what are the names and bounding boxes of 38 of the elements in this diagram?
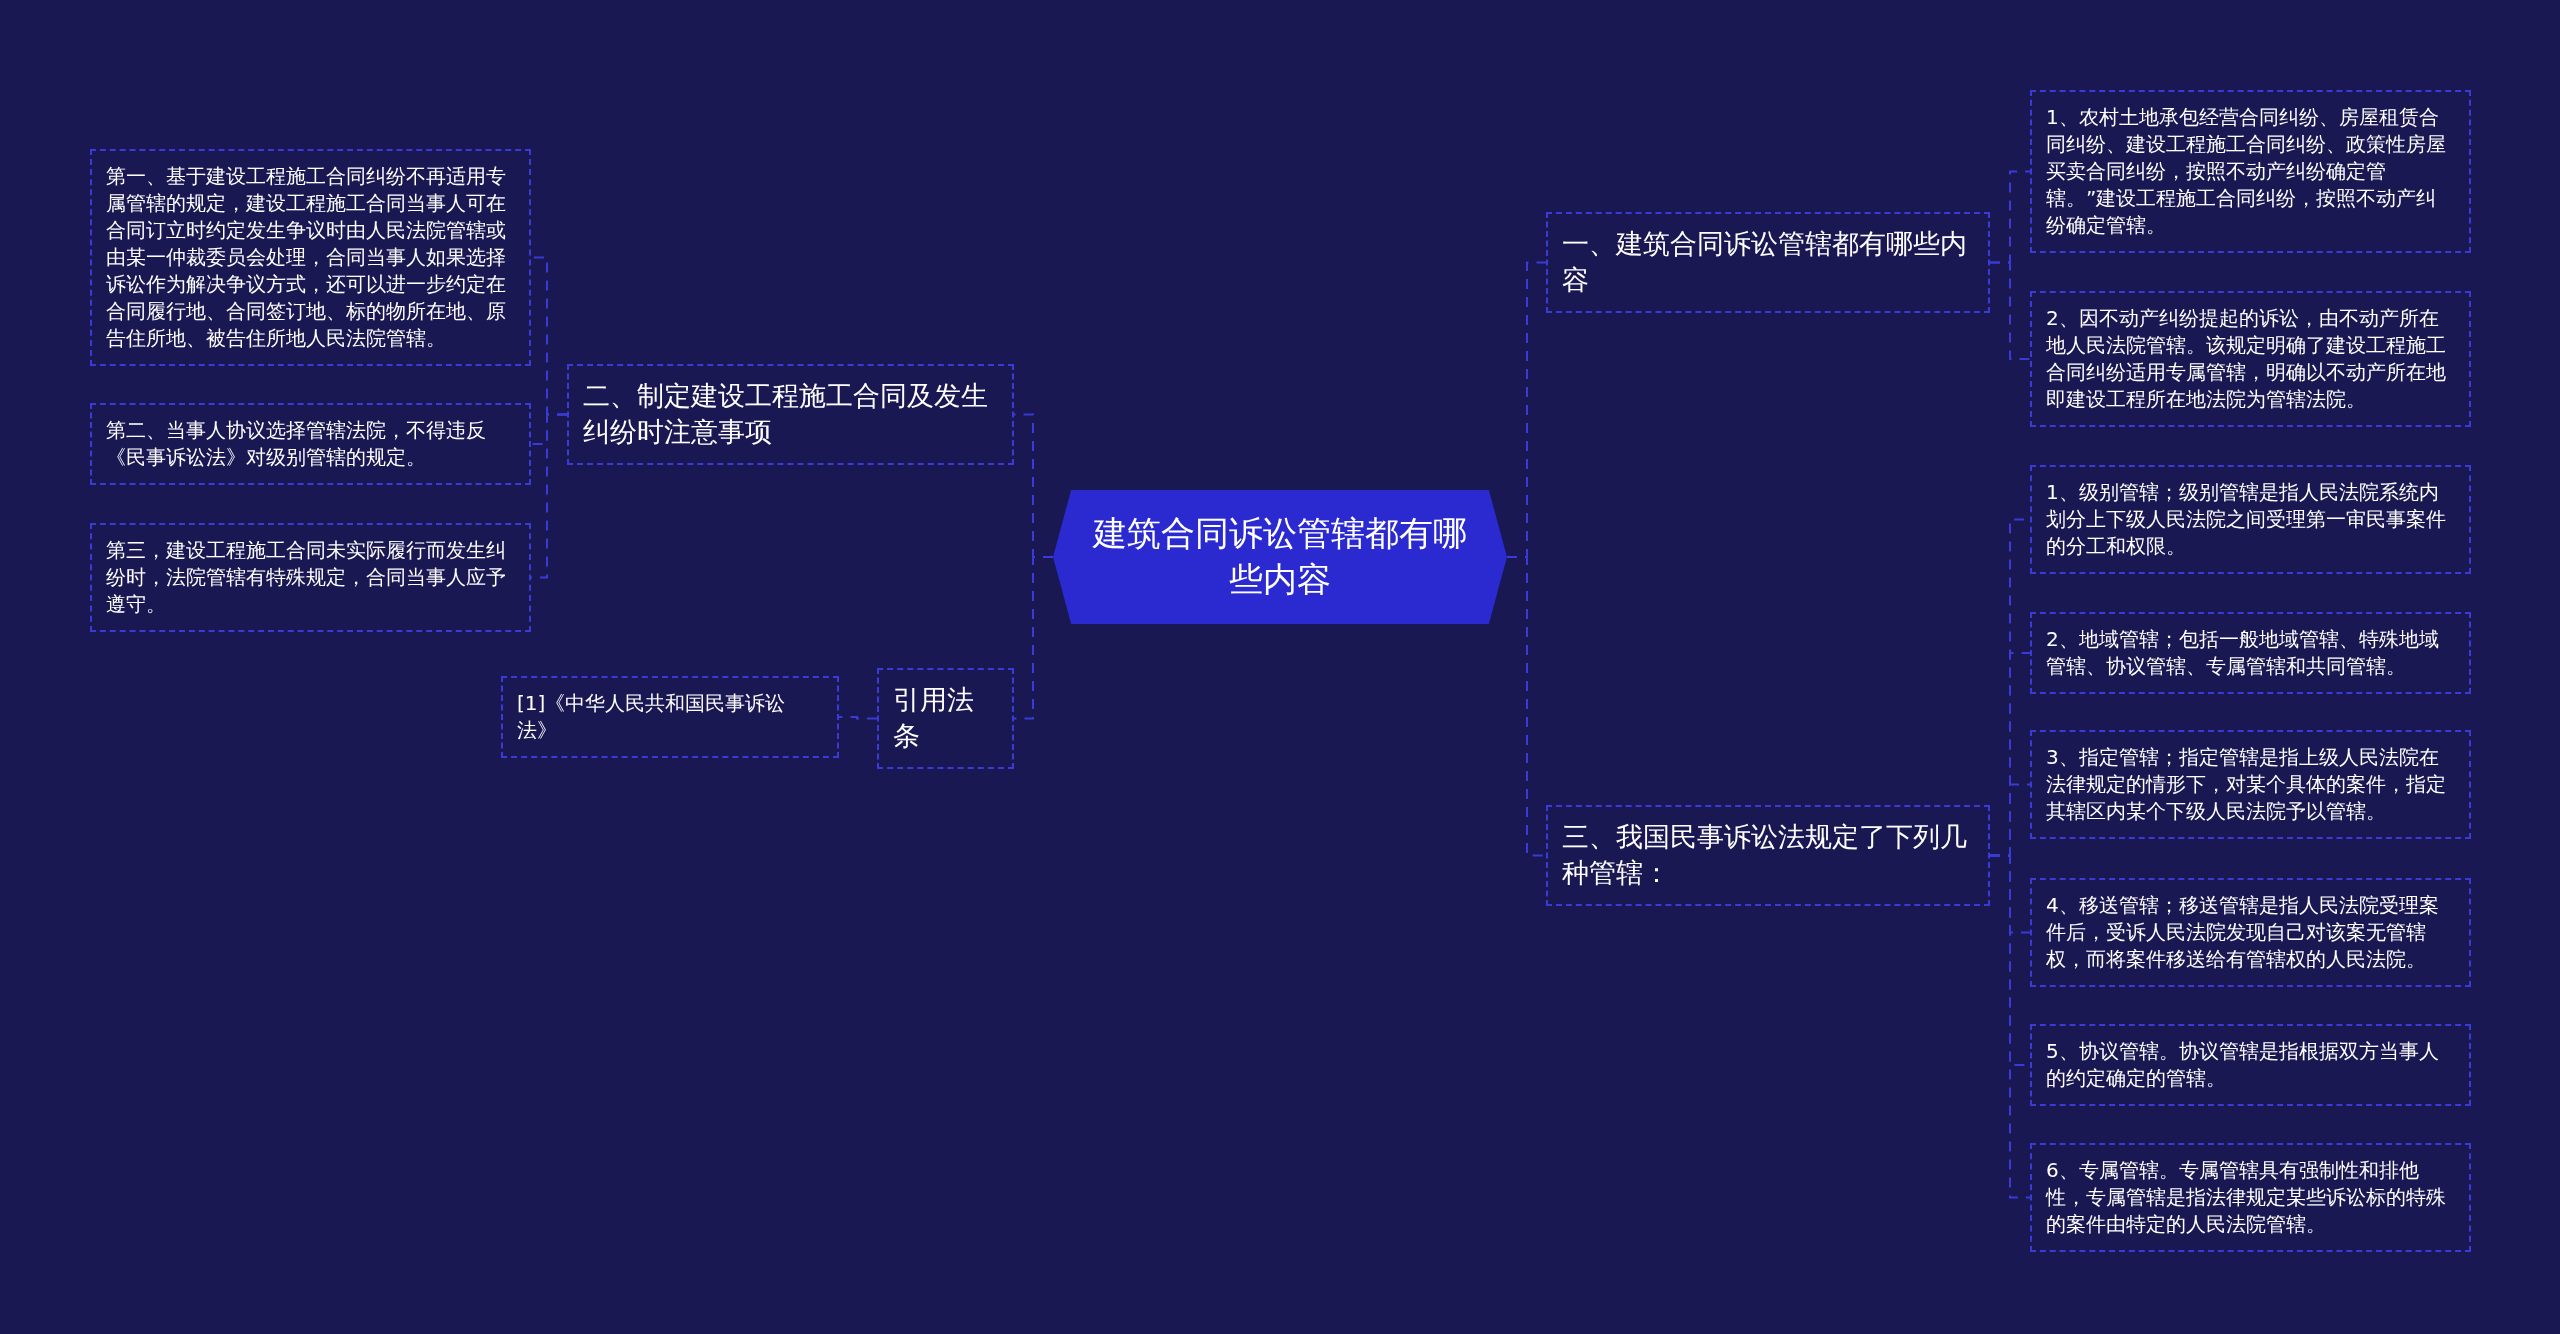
topic-text: 6、专属管辖。专属管辖具有强制性和排他性，专属管辖是指法律规定某些诉讼标的特殊的案件由特定的人民法院管辖。 [2046,1157,2447,1238]
topic-text: 二、制定建设工程施工合同及发生纠纷时注意事项 [583,379,989,450]
connector-line [1989,261,2031,360]
topic-text: 1、农村土地承包经营合同纠纷、房屋租赁合同纠纷、建设工程施工合同纠纷、政策性房屋买卖合同纠纷，按照不动产纠纷确定管辖。”建设工程施工合同纠纷，按照不动产纠纷确定管辖。 [2046,104,2447,239]
topic-box [2030,612,2471,694]
topic-text: 1、级别管辖；级别管辖是指人民法院系统内划分上下级人民法院之间受理第一审民事案件的分工和权限。 [2046,479,2447,560]
topic-box [2030,1024,2471,1106]
connector-line [838,716,878,720]
topic-box [567,364,1014,465]
topic-text: 5、协议管辖。协议管辖是指根据双方当事人的约定确定的管辖。 [2046,1038,2440,1092]
topic-text: 2、因不动产纠纷提起的诉讼，由不动产所在地人民法院管辖。该规定明确了建设工程施工合同纠纷适用专属管辖，明确以不动产所在地即建设工程所在地法院为管辖法院。 [2046,305,2447,413]
topic-box [1546,212,1990,313]
topic-text: 第一、基于建设工程施工合同纠纷不再适用专属管辖的规定，建设工程施工合同当事人可在合同订立时约定发生争议时由人民法院管辖或由某一仲裁委员会处理，合同当事人如果选择诉讼作为解决争议方式，还可以进一步约定在合同履行地、合同签订地、标的物所在地、原告住所地、被告住所地人民法院管辖。 [106,163,507,352]
topic-text: 建筑合同诉讼管辖都有哪些内容 [1093,512,1467,601]
topic-box [501,676,839,758]
topic-box [2030,90,2471,253]
topic-box [2030,291,2471,427]
topic-box [877,668,1014,769]
topic-text: [1]《中华人民共和国民事诉讼法》 [517,690,787,744]
topic-box [90,149,531,366]
topic-box [2030,878,2471,987]
topic-text: 3、指定管辖；指定管辖是指上级人民法院在法律规定的情形下，对某个具体的案件，指定其辖区内某个下级人民法院予以管辖。 [2046,744,2447,825]
connector-line [1989,854,2031,1199]
topic-text: 2、地域管辖；包括一般地域管辖、特殊地域管辖、协议管辖、专属管辖和共同管辖。 [2046,626,2440,680]
topic-text: 三、我国民事诉讼法规定了下列几种管辖： [1562,820,1968,891]
topic-text: 第二、当事人协议选择管辖法院，不得违反《民事诉讼法》对级别管辖的规定。 [106,417,487,471]
topic-box [2030,465,2471,574]
topic-text: 4、移送管辖；移送管辖是指人民法院受理案件后，受诉人民法院发现自己对该案无管辖权，而将案件移送给有管辖权的人民法院。 [2046,892,2440,973]
topic-text: 第三，建设工程施工合同未实际履行而发生纠纷时，法院管辖有特殊规定，合同当事人应予遵守。 [106,537,507,618]
topic-box [90,523,531,632]
topic-box [2030,1143,2471,1252]
connector-line [530,413,568,579]
topic-box [1546,805,1990,906]
connector-line [1013,556,1054,720]
topic-box [2030,730,2471,839]
topic-text: 一、建筑合同诉讼管辖都有哪些内容 [1562,227,1968,298]
topic-box [90,403,531,485]
topic-text: 引用法条 [893,683,975,754]
